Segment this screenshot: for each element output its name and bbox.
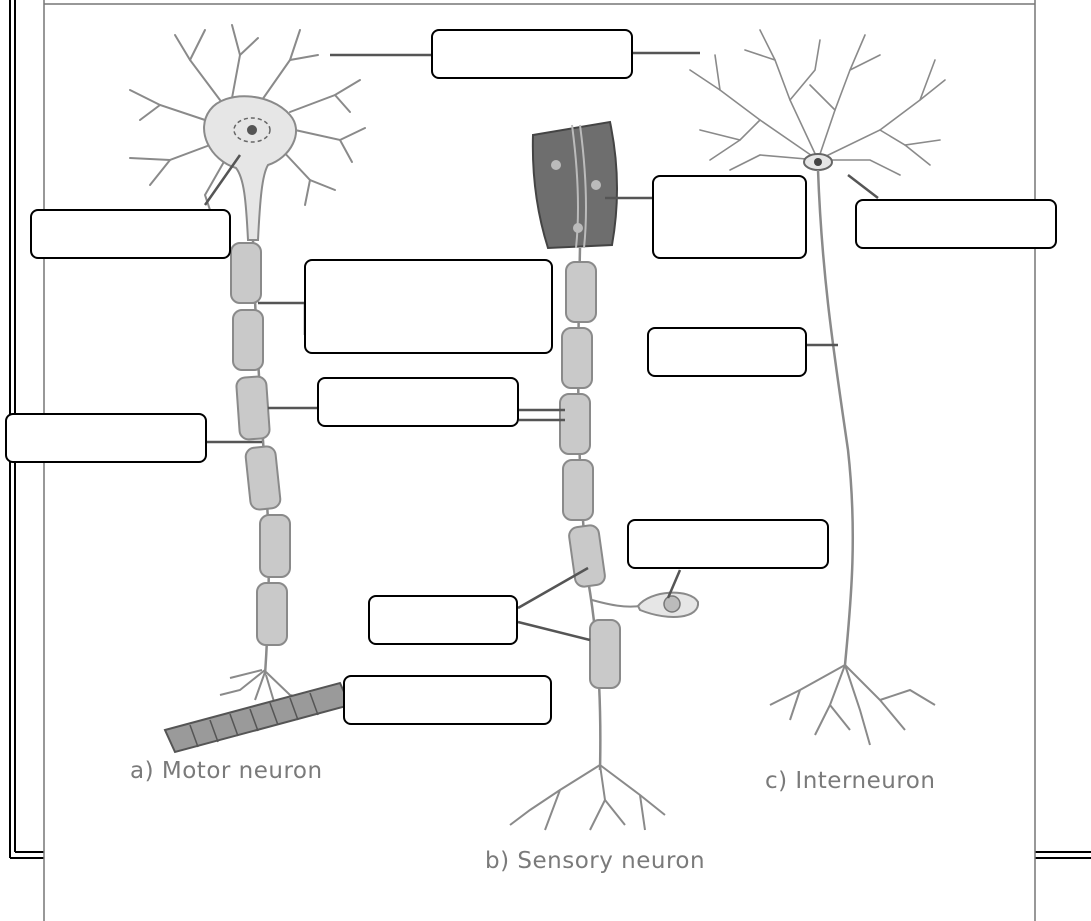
label-box-node-of-ranvier[interactable] xyxy=(317,377,519,427)
interneuron-terminals xyxy=(770,665,935,745)
caption-motor-neuron: a) Motor neuron xyxy=(130,758,323,784)
caption-sensory-neuron: b) Sensory neuron xyxy=(485,848,705,874)
sensory-receptor-skin xyxy=(533,122,617,248)
caption-interneuron: c) Interneuron xyxy=(765,768,935,794)
motor-nucleolus xyxy=(247,125,257,135)
label-box-cell-body-motor[interactable] xyxy=(30,209,231,259)
label-box-axon-motor[interactable] xyxy=(5,413,207,463)
label-box-dendrites[interactable] xyxy=(431,29,633,79)
label-box-effector-muscle[interactable] xyxy=(343,675,552,725)
sensory-myelin-segments xyxy=(560,262,620,688)
label-box-cell-body-interneuron[interactable] xyxy=(855,199,1057,249)
label-box-axon-interneuron[interactable] xyxy=(647,327,807,377)
label-box-sensory-cell-body[interactable] xyxy=(627,519,829,569)
label-box-axon-branches[interactable] xyxy=(368,595,518,645)
sensory-terminals xyxy=(510,765,665,830)
sensory-nucleus xyxy=(664,596,680,612)
interneuron-axon xyxy=(818,170,853,665)
label-box-myelin-sheath[interactable] xyxy=(304,259,553,354)
sensory-cell-body-stalk xyxy=(592,600,640,607)
interneuron-nucleus xyxy=(814,158,822,166)
interneuron xyxy=(690,30,945,745)
label-box-sensory-receptor[interactable] xyxy=(652,175,807,259)
